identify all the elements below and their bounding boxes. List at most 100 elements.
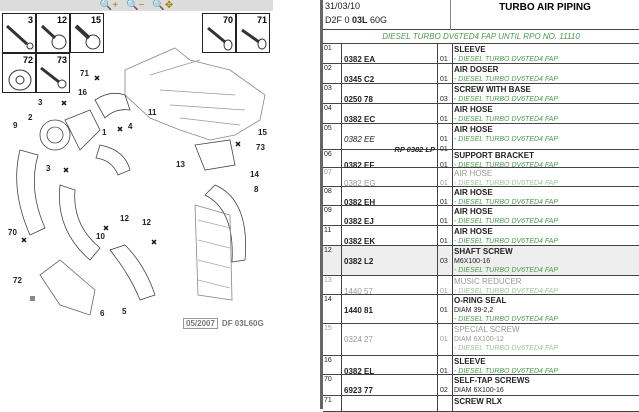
ref-cell: 0382 EC (341, 104, 438, 124)
qty-cell: 01 (438, 356, 453, 375)
callout-3b[interactable]: 3 (46, 164, 51, 173)
part-reference[interactable]: 0345 C2 (344, 75, 375, 84)
part-application: - DIESEL TURBO DV6TED4 FAP (454, 237, 558, 245)
thumb-part-15[interactable]: 15 (70, 13, 104, 53)
item-number: 14 (324, 296, 332, 303)
callout-2[interactable]: 2 (28, 113, 33, 122)
part-application: - DIESEL TURBO DV6TED4 FAP (454, 345, 558, 352)
thumb-part-72[interactable]: 72 (2, 53, 36, 93)
part-reference[interactable]: 0382 EF (344, 161, 375, 170)
callout-12b[interactable]: 12 (142, 218, 151, 227)
part-name: SLEEVE (454, 357, 486, 366)
callout-14[interactable]: 14 (250, 170, 259, 179)
part-reference[interactable]: 0382 EC (344, 115, 376, 124)
callout-12[interactable]: 12 (120, 214, 129, 223)
quantity: 01 (440, 368, 448, 375)
thumb-part-12[interactable]: 12 (36, 13, 70, 53)
part-reference[interactable]: 0382 L2 (344, 257, 374, 266)
replacement-reference[interactable]: RP 0382 LP (394, 145, 435, 154)
part-reference[interactable]: 0382 EK (344, 237, 376, 246)
item-number: 13 (324, 277, 332, 284)
part-reference[interactable]: 0382 EH (344, 198, 376, 207)
pan-zoom-icon[interactable]: 🔍✥ (152, 0, 174, 11)
part-reference[interactable]: 0382 EJ (344, 217, 374, 226)
description-cell: AIR HOSE- DIESEL TURBO DV6TED4 FAP (454, 227, 637, 246)
callout-70[interactable]: 70 (8, 228, 17, 237)
callout-3[interactable]: 3 (38, 98, 43, 107)
part-name: SLEEVE (454, 45, 486, 54)
quantity: 01 (440, 76, 448, 83)
qty-cell: 01 (438, 64, 453, 83)
callout-73[interactable]: 73 (256, 143, 265, 152)
zoom-out-icon[interactable]: 🔍− (126, 0, 145, 11)
thumb-part-3[interactable]: 3 (2, 13, 36, 53)
part-reference[interactable]: 0382 EE (344, 135, 375, 144)
callout-16[interactable]: 16 (78, 88, 87, 97)
callout-9[interactable]: 9 (13, 121, 18, 130)
part-reference[interactable]: 1440 57 (344, 287, 373, 296)
zoom-in-icon[interactable]: 🔍+ (99, 0, 119, 11)
callout-10[interactable]: 10 (96, 232, 105, 241)
description-cell: AIR HOSE- DIESEL TURBO DV6TED4 FAP (454, 207, 637, 226)
qty-cell: 01 (438, 150, 453, 169)
quantity: 01 (440, 199, 448, 206)
part-reference[interactable]: 0324 27 (344, 335, 373, 344)
ref-cell: 1440 81 (341, 295, 438, 323)
parts-diagram-panel: 🔍+ 🔍− 🔍✥ 3 12 15 72 73 70 71 3 16 71 2 9… (0, 0, 320, 409)
part-name: SCREW WITH BASE (454, 85, 531, 94)
part-reference[interactable]: 0382 EG (344, 179, 376, 188)
part-name: MUSIC REDUCER (454, 277, 522, 286)
callout-13[interactable]: 13 (176, 160, 185, 169)
callout-8[interactable]: 8 (254, 185, 259, 194)
part-reference[interactable]: 0250 78 (344, 95, 373, 104)
part-reference[interactable]: 6923 77 (344, 386, 373, 395)
callout-15[interactable]: 15 (258, 128, 267, 137)
callout-5[interactable]: 5 (122, 307, 127, 316)
thumb-part-70[interactable]: 70 (202, 13, 236, 53)
part-name: AIR HOSE (454, 125, 493, 134)
qty-cell: 03 (438, 246, 453, 275)
qty-cell: 01 (438, 206, 453, 225)
part-reference[interactable]: 0382 EL (344, 367, 375, 376)
callout-4[interactable]: 4 (128, 122, 133, 131)
quantity: 01 (440, 218, 448, 225)
callout-71[interactable]: 71 (80, 69, 89, 78)
qty-cell: 01 (438, 44, 453, 63)
callout-11[interactable]: 11 (148, 108, 157, 117)
catalog-code: D2F 0 03L 60G (325, 15, 388, 25)
item-number: 12 (324, 247, 332, 254)
part-dimension: DIAM 6X100-16 (454, 386, 504, 394)
part-reference[interactable]: 0382 EA (344, 55, 376, 64)
description-cell: SCREW RLX (454, 397, 637, 407)
quantity: 01 (440, 136, 448, 143)
part-name: AIR HOSE (454, 207, 493, 216)
callout-72[interactable]: 72 (13, 276, 22, 285)
callout-6[interactable]: 6 (100, 309, 105, 318)
thumb-part-73[interactable]: 73 (36, 53, 70, 93)
part-name: SUPPORT BRACKET (454, 151, 535, 160)
quantity: 01 (440, 116, 448, 123)
thumb-part-71[interactable]: 71 (236, 13, 270, 53)
callout-1[interactable]: 1 (102, 128, 107, 137)
quantity: 01 (440, 288, 448, 295)
part-reference[interactable]: 1440 81 (344, 306, 373, 315)
